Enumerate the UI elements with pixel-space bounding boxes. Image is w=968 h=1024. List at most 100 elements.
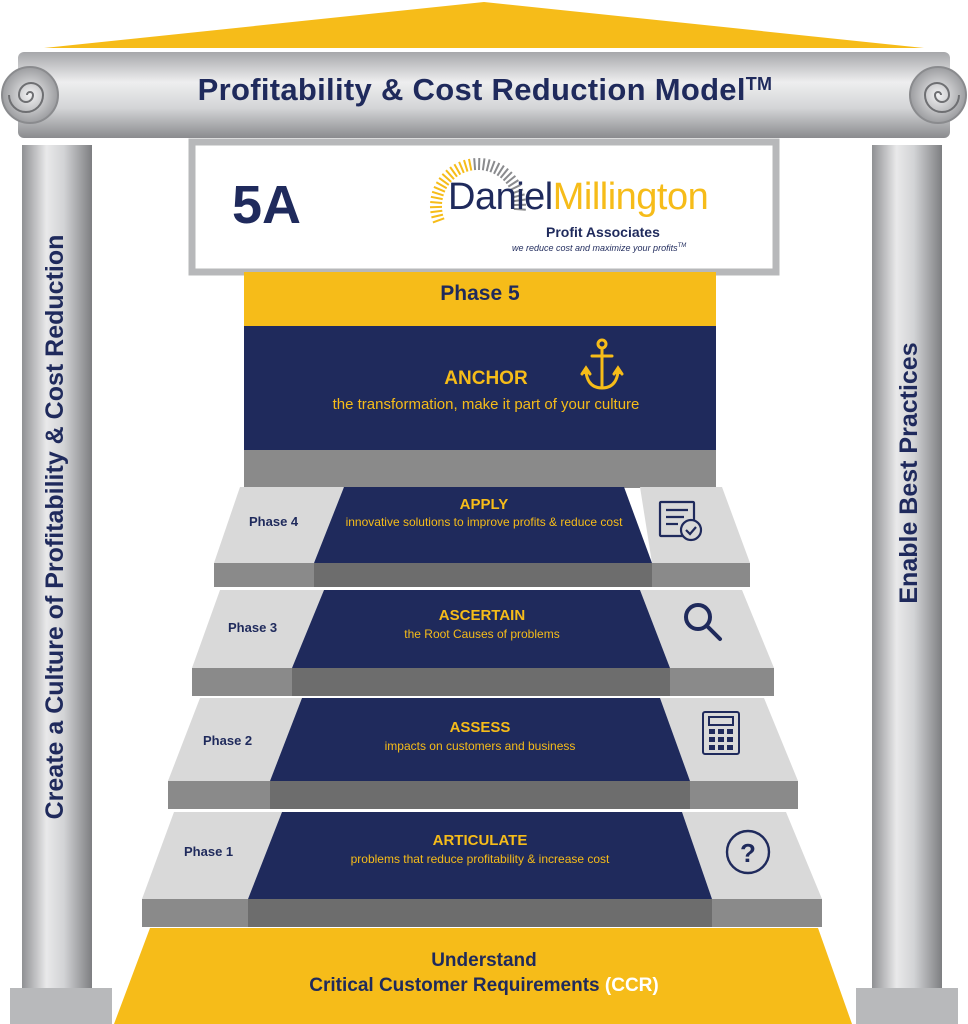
sunburst-ray — [485, 159, 491, 172]
foundation-base — [114, 928, 852, 1024]
question-mark-icon — [725, 829, 771, 875]
title-text: Profitability & Cost Reduction Model — [197, 72, 746, 107]
sunburst-ray — [468, 158, 473, 171]
step2-left-front — [168, 781, 270, 809]
foundation-line2-main: Critical Customer Requirements — [309, 975, 600, 996]
phase5-header — [244, 272, 716, 326]
sunburst-ray — [433, 185, 446, 193]
sunburst-ray — [449, 166, 458, 178]
sunburst-ray — [507, 179, 519, 188]
step4-center — [314, 487, 652, 563]
apply-description: innovative solutions to improve profits … — [345, 515, 623, 529]
brand-tagline: we reduce cost and maximize your profits… — [512, 243, 686, 253]
right-pillar-label: Enable Best Practices — [895, 342, 923, 604]
foundation-line2-accent: (CCR) — [604, 975, 659, 996]
foundation-line1: Understand — [431, 950, 537, 971]
sunburst-ray — [513, 198, 526, 203]
phase3-label: Phase 3 — [228, 620, 278, 635]
phase5-shadow — [244, 450, 716, 488]
step4-right-front — [652, 563, 750, 587]
step3-center — [292, 590, 670, 668]
step2-right-front — [690, 781, 798, 809]
anchor-title: ANCHOR — [444, 368, 528, 389]
step4-left-front — [214, 563, 314, 587]
step3-center-front — [292, 668, 670, 696]
phase5-body — [244, 326, 716, 450]
sunburst-ray — [453, 163, 462, 176]
articulate-description: problems that reduce profitability & inc… — [350, 852, 610, 866]
step3-left-front — [192, 668, 292, 696]
sunburst-ray — [499, 167, 509, 179]
articulate-title: ARTICULATE — [432, 832, 528, 849]
sunburst-ray — [458, 161, 465, 174]
anchor-description: the transformation, make it part of your… — [332, 396, 640, 413]
trademark-mark: TM — [745, 74, 773, 94]
step3-right-front — [670, 668, 774, 696]
step3-left-top — [192, 590, 324, 668]
sunburst-ray — [505, 175, 517, 185]
right-scroll-spiral — [923, 82, 960, 113]
right-pillar — [872, 145, 942, 990]
sunburst-ray — [509, 183, 522, 191]
checklist-document-icon — [658, 500, 703, 542]
sunburst-ray — [445, 169, 455, 180]
sunburst-ray — [513, 207, 526, 211]
step1-right-front — [712, 899, 822, 927]
phase5-label: Phase 5 — [440, 282, 520, 305]
phase4-label: Phase 4 — [249, 514, 299, 529]
sunburst-ray — [435, 181, 448, 190]
title-beam — [18, 52, 950, 138]
step1-left-front — [142, 899, 248, 927]
brand-name-first: Daniel — [448, 176, 553, 218]
apply-title: APPLY — [459, 496, 509, 513]
roof — [44, 2, 924, 48]
right-scroll — [909, 66, 967, 124]
anchor-icon — [580, 338, 624, 390]
brand-subtitle: Profit Associates — [546, 224, 660, 240]
logo-box — [188, 138, 780, 276]
magnifier-icon — [684, 603, 722, 641]
sunburst-ray — [473, 158, 477, 171]
sunburst-logo-mark — [429, 157, 527, 224]
left-scroll — [1, 66, 59, 124]
left-pillar-label: Create a Culture of Profitability & Cost… — [41, 234, 69, 820]
sunburst-ray — [493, 162, 501, 175]
brand-tagline-mark: TM — [677, 243, 687, 249]
question-mark-glyph: ? — [740, 838, 756, 868]
step2-center-front — [270, 781, 690, 809]
left-pillar — [22, 145, 92, 990]
step1-center-front — [248, 899, 712, 927]
sunburst-ray — [512, 193, 525, 199]
assess-description: impacts on customers and business — [384, 739, 576, 753]
step2-left-top — [168, 698, 302, 781]
step1-left-top — [142, 812, 282, 899]
sunburst-ray — [438, 177, 450, 186]
sunburst-ray — [489, 160, 496, 173]
step4-left-top — [214, 487, 344, 563]
sunburst-ray — [441, 173, 452, 183]
calculator-icon — [702, 711, 740, 755]
ascertain-title: ASCERTAIN — [438, 607, 526, 624]
assess-title: ASSESS — [449, 719, 511, 736]
left-pillar-base — [10, 988, 112, 1024]
left-scroll-spiral — [8, 82, 45, 113]
sunburst-ray — [431, 190, 444, 197]
sunburst-ray — [502, 171, 513, 182]
sunburst-ray — [496, 165, 505, 177]
sunburst-ray — [430, 195, 443, 201]
sunburst-ray — [430, 209, 443, 214]
step3-right-top — [640, 590, 774, 668]
model-code: 5A — [232, 175, 302, 235]
sunburst-ray — [463, 159, 469, 172]
step2-center — [270, 698, 690, 781]
sunburst-ray — [431, 213, 444, 219]
brand-name-second: Millington — [552, 176, 709, 218]
ascertain-description: the Root Causes of problems — [404, 627, 560, 641]
page-title: Profitability & Cost Reduction ModelTM — [60, 72, 910, 108]
brand-tagline-text: we reduce cost and maximize your profits — [512, 243, 678, 253]
sunburst-ray — [430, 201, 443, 204]
right-pillar-base — [856, 988, 958, 1024]
phase2-label: Phase 2 — [203, 733, 253, 748]
step1-right-top — [682, 812, 822, 899]
